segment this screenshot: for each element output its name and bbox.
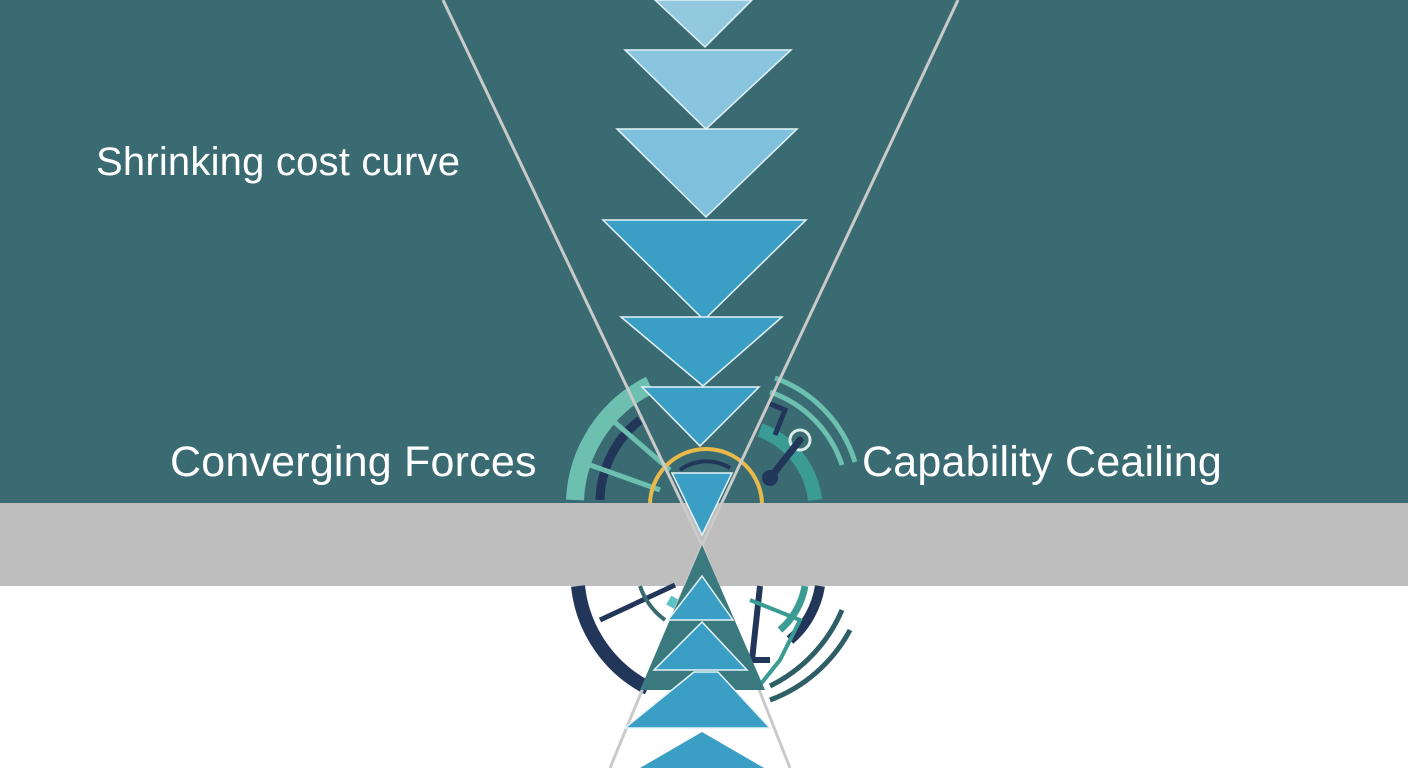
triangle-up-1 (666, 574, 735, 621)
gear-icon (566, 375, 858, 506)
descending-triangle-stack (601, 0, 808, 537)
shrinking-cost-curve-label: Shrinking cost curve (96, 140, 461, 184)
gear-lower-icon (571, 582, 853, 703)
triangle-tier-6 (640, 386, 761, 448)
triangle-up-2 (652, 620, 749, 671)
triangle-up-3 (622, 671, 772, 729)
capability-ceiling-label: Capability Ceailing (862, 438, 1222, 486)
triangle-tier-3 (615, 128, 799, 219)
triangle-tier-1 (653, 0, 754, 49)
triangle-tier-2 (623, 49, 793, 131)
triangle-tier-7 (670, 472, 734, 537)
triangle-tier-5 (618, 316, 784, 387)
ascending-triangle-stack (622, 545, 772, 768)
triangle-tier-4 (601, 219, 808, 322)
converging-forces-label: Converging Forces (170, 438, 537, 486)
triangle-up-4 (640, 732, 764, 768)
